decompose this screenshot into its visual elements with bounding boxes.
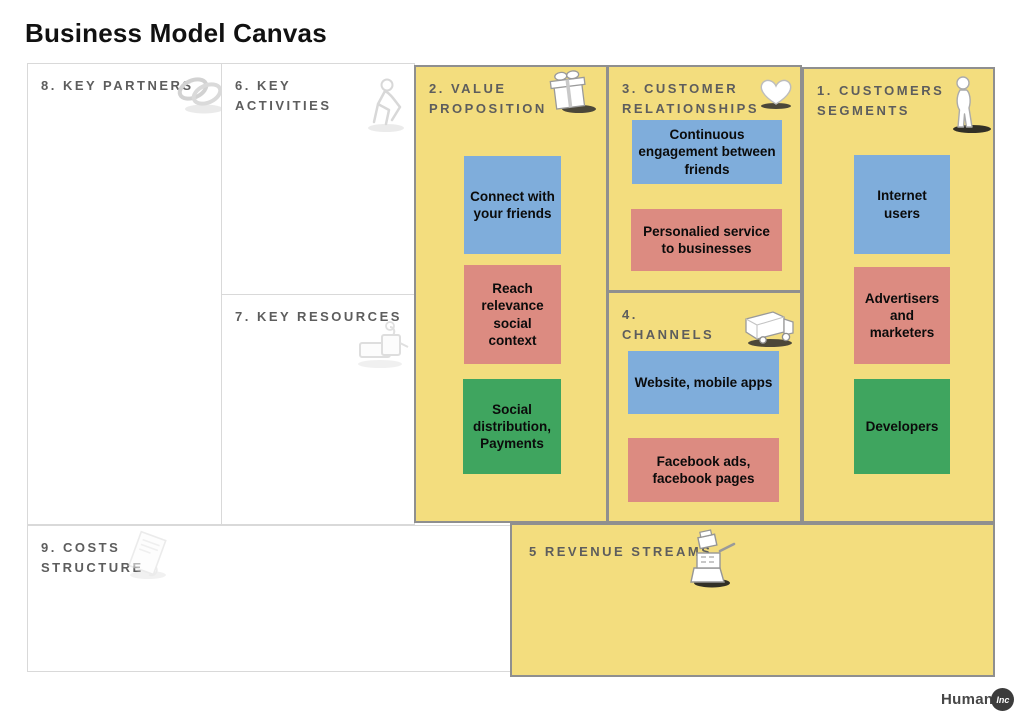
customer-segments-label: 1. CUSTOMERS SEGMENTS	[817, 83, 945, 118]
panel-key-partners: 8. KEY PARTNERS	[27, 63, 223, 525]
note-website-mobile-apps: Website, mobile apps	[628, 351, 779, 414]
linked-rings-icon	[170, 72, 228, 116]
delivery-truck-icon	[741, 306, 797, 348]
heart-icon	[755, 76, 797, 110]
panel-value-proposition: 2. VALUE PROPOSITION Connect with your f…	[414, 65, 608, 523]
value-proposition-label: 2. VALUE PROPOSITION	[429, 81, 547, 116]
note-reach-relevance: Reach relevance social context	[464, 265, 561, 364]
customer-relationships-label: 3. CUSTOMER RELATIONSHIPS	[622, 81, 759, 116]
logo-text: Human	[941, 691, 994, 708]
key-activities-label: 6. KEY ACTIVITIES	[235, 78, 332, 113]
cash-register-icon	[684, 527, 740, 589]
note-connect-with-friends: Connect with your friends	[464, 156, 561, 254]
note-advertisers-marketers: Advertisers and marketers	[854, 267, 950, 364]
note-social-distribution: Social distribution, Payments	[463, 379, 561, 474]
note-continuous-engagement: Continuous engagement between friends	[632, 120, 782, 184]
panel-revenue-streams: 5 REVENUE STREAMS	[510, 523, 995, 677]
panel-costs-structure: 9. COSTS STRUCTURE	[27, 525, 511, 672]
gift-icon	[546, 68, 602, 114]
key-partners-label: 8. KEY PARTNERS	[41, 78, 194, 93]
receipt-icon	[118, 529, 176, 581]
note-personalied-service: Personalied service to businesses	[631, 209, 782, 271]
panel-customer-segments: 1. CUSTOMERS SEGMENTS Internet users Adv…	[802, 67, 995, 523]
panel-key-activities: 6. KEY ACTIVITIES	[221, 63, 415, 295]
working-person-icon	[362, 76, 410, 134]
costs-structure-label: 9. COSTS STRUCTURE	[41, 540, 144, 575]
panel-channels: 4. CHANNELS Website, mobile apps Faceboo…	[607, 291, 802, 523]
channels-label: 4. CHANNELS	[622, 307, 715, 342]
revenue-streams-label: 5 REVENUE STREAMS	[529, 544, 713, 559]
machine-icon	[352, 321, 412, 369]
humaninc-logo: Human Inc	[941, 688, 1015, 711]
panel-key-resources: 7. KEY RESOURCES	[221, 294, 415, 525]
key-resources-label: 7. KEY RESOURCES	[235, 309, 402, 324]
page-title: Business Model Canvas	[25, 18, 327, 48]
panel-customer-relationships: 3. CUSTOMER RELATIONSHIPS Continuous eng…	[607, 65, 802, 292]
logo-badge: Inc	[991, 688, 1015, 711]
note-facebook-ads-pages: Facebook ads, facebook pages	[628, 438, 779, 502]
note-developers: Developers	[854, 379, 950, 474]
note-internet-users: Internet users	[854, 155, 950, 254]
standing-person-icon	[948, 75, 992, 135]
